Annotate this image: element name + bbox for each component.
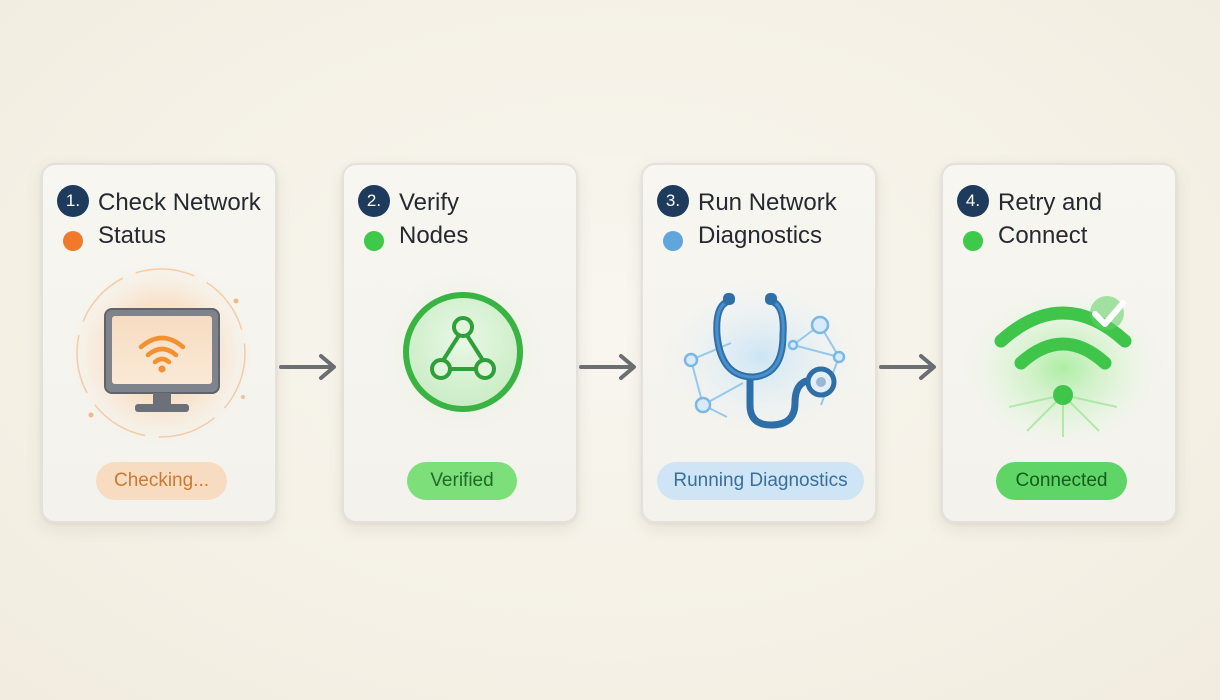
- step-number-badge: 2.: [358, 185, 390, 217]
- step-title-line2: Status: [98, 222, 167, 249]
- arrow-right-icon: [279, 352, 339, 382]
- status-badge: Connected: [996, 462, 1127, 500]
- step-card-retry-and-connect: 4. Retry and Connect: [941, 163, 1177, 523]
- arrow-right-icon: [579, 352, 639, 382]
- network-nodes-icon: [344, 265, 576, 455]
- status-badge: Running Diagnostics: [657, 462, 864, 500]
- status-badge: Checking...: [96, 462, 227, 500]
- step-title-line2: Diagnostics: [698, 222, 823, 249]
- step-title-line1: Verify: [399, 189, 460, 216]
- status-dot: [63, 231, 83, 251]
- step-title: Run Network Diagnostics: [698, 186, 876, 252]
- step-title: Check Network Status: [98, 186, 276, 252]
- status-dot: [364, 231, 384, 251]
- step-title-line2: Nodes: [399, 222, 469, 249]
- step-number-badge: 1.: [57, 185, 89, 217]
- stethoscope-icon: [643, 265, 875, 455]
- step-title: Verify Nodes: [399, 186, 577, 252]
- wifi-check-icon: [943, 265, 1175, 455]
- step-title: Retry and Connect: [998, 186, 1176, 252]
- status-dot: [663, 231, 683, 251]
- step-card-check-network-status: 1. Check Network Status: [41, 163, 277, 523]
- step-title-line2: Connect: [998, 222, 1088, 249]
- step-number-badge: 3.: [657, 185, 689, 217]
- status-dot: [963, 231, 983, 251]
- step-title-line1: Retry and: [998, 189, 1103, 216]
- step-title-line1: Check Network: [98, 189, 261, 216]
- computer-wifi-icon: [43, 265, 275, 455]
- status-badge: Verified: [407, 462, 517, 500]
- step-title-line1: Run Network: [698, 189, 837, 216]
- arrow-right-icon: [879, 352, 939, 382]
- step-card-verify-nodes: 2. Verify Nodes: [342, 163, 578, 523]
- step-card-run-network-diagnostics: 3. Run Network Diagnostics: [641, 163, 877, 523]
- step-number-badge: 4.: [957, 185, 989, 217]
